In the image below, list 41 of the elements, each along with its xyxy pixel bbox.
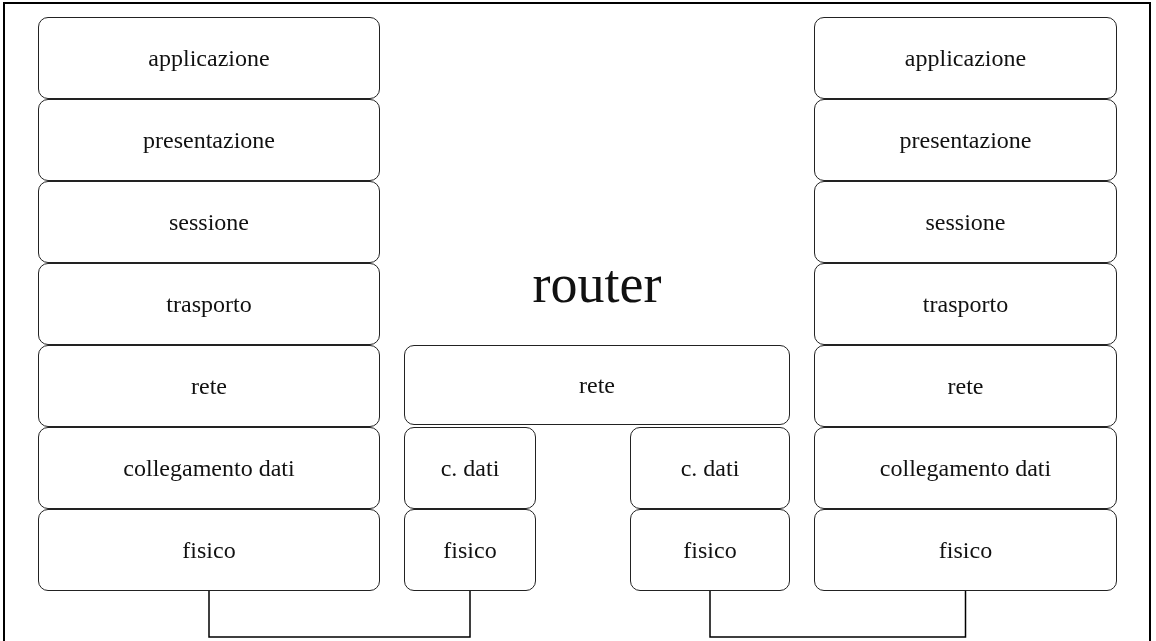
layer-label: rete bbox=[947, 372, 984, 400]
layer-box bbox=[38, 17, 380, 99]
layer-box bbox=[404, 509, 536, 591]
layer-label: presentazione bbox=[143, 126, 275, 154]
layer-box bbox=[814, 427, 1117, 509]
layer-box bbox=[814, 345, 1117, 427]
layer-box bbox=[814, 263, 1117, 345]
layer-label: trasporto bbox=[922, 290, 1009, 318]
layer-label: collegamento dati bbox=[879, 454, 1052, 482]
connector-line bbox=[208, 590, 471, 638]
layer-label: applicazione bbox=[904, 44, 1027, 72]
layer-box bbox=[630, 509, 790, 591]
layer-box bbox=[38, 427, 380, 509]
layer-label: fisico bbox=[443, 536, 497, 564]
layer-box bbox=[38, 345, 380, 427]
layer-box bbox=[814, 509, 1117, 591]
layer-label: fisico bbox=[683, 536, 737, 564]
layer-box bbox=[404, 345, 790, 425]
layer-box bbox=[814, 17, 1117, 99]
layer-box bbox=[814, 99, 1117, 181]
layer-label: sessione bbox=[925, 208, 1006, 236]
layer-box bbox=[814, 181, 1117, 263]
layer-box bbox=[38, 181, 380, 263]
layer-label: rete bbox=[191, 372, 227, 400]
layer-label: presentazione bbox=[899, 126, 1032, 154]
layer-box bbox=[404, 427, 536, 509]
layer-label: applicazione bbox=[148, 44, 270, 72]
layer-box bbox=[38, 509, 380, 591]
layer-label: trasporto bbox=[166, 290, 252, 318]
layer-label: rete bbox=[579, 371, 615, 399]
layer-box bbox=[38, 99, 380, 181]
layer-label: sessione bbox=[169, 208, 249, 236]
connector-line bbox=[709, 590, 967, 638]
layer-box bbox=[38, 263, 380, 345]
layer-box bbox=[630, 427, 790, 509]
device-heading: router bbox=[531, 255, 663, 315]
layer-label: collegamento dati bbox=[123, 454, 295, 482]
layer-label: fisico bbox=[182, 536, 236, 564]
layer-label: fisico bbox=[938, 536, 993, 564]
layer-label: c. dati bbox=[680, 454, 740, 482]
layer-label: c. dati bbox=[440, 454, 500, 482]
